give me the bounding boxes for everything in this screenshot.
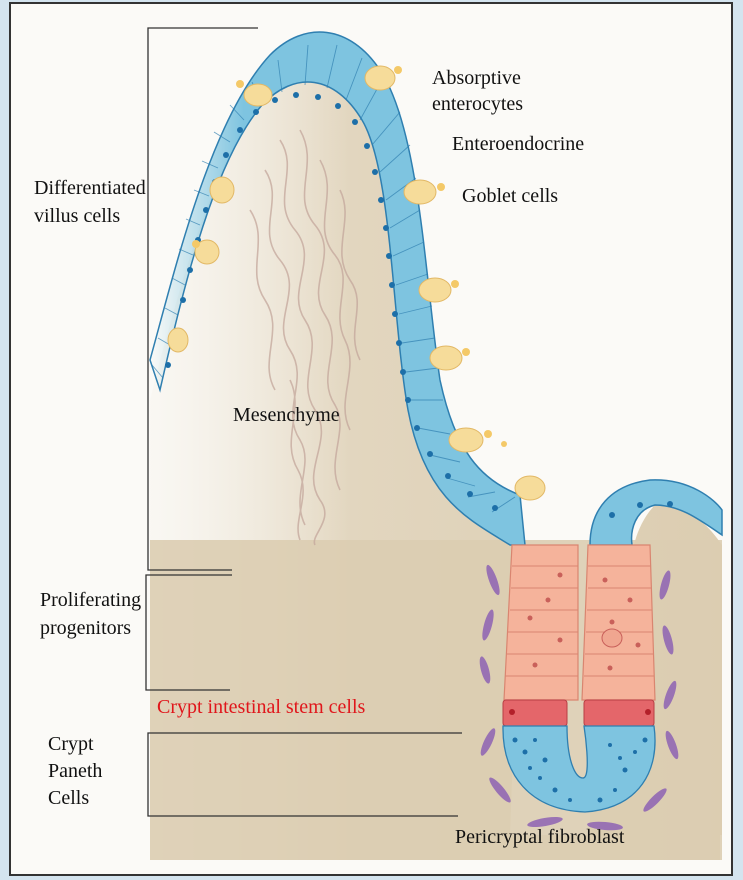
label-proliferating-line1: Proliferating: [40, 589, 141, 611]
label-mesenchyme: Mesenchyme: [233, 404, 340, 426]
label-differentiated-line1: Differentiated: [34, 177, 146, 199]
stem-cell-band-right: [584, 700, 654, 726]
crypt-progenitors-right: [582, 545, 655, 700]
label-proliferating-line2: progenitors: [40, 617, 131, 639]
label-crypt-stem-cells: Crypt intestinal stem cells: [157, 696, 366, 718]
label-paneth-line3: Cells: [48, 787, 89, 809]
label-absorptive-line1: Absorptive: [432, 67, 521, 89]
label-enteroendocrine: Enteroendocrine: [452, 133, 584, 155]
label-goblet-cells: Goblet cells: [462, 185, 558, 207]
label-pericryptal-fibroblast: Pericryptal fibroblast: [455, 826, 625, 848]
label-paneth-line2: Paneth: [48, 760, 102, 782]
label-differentiated-line2: villus cells: [34, 205, 120, 227]
mitotic-cell: [602, 629, 622, 647]
label-paneth-line1: Crypt: [48, 733, 94, 755]
crypt-progenitors-left: [504, 545, 578, 700]
label-absorptive-line2: enterocytes: [432, 93, 523, 115]
